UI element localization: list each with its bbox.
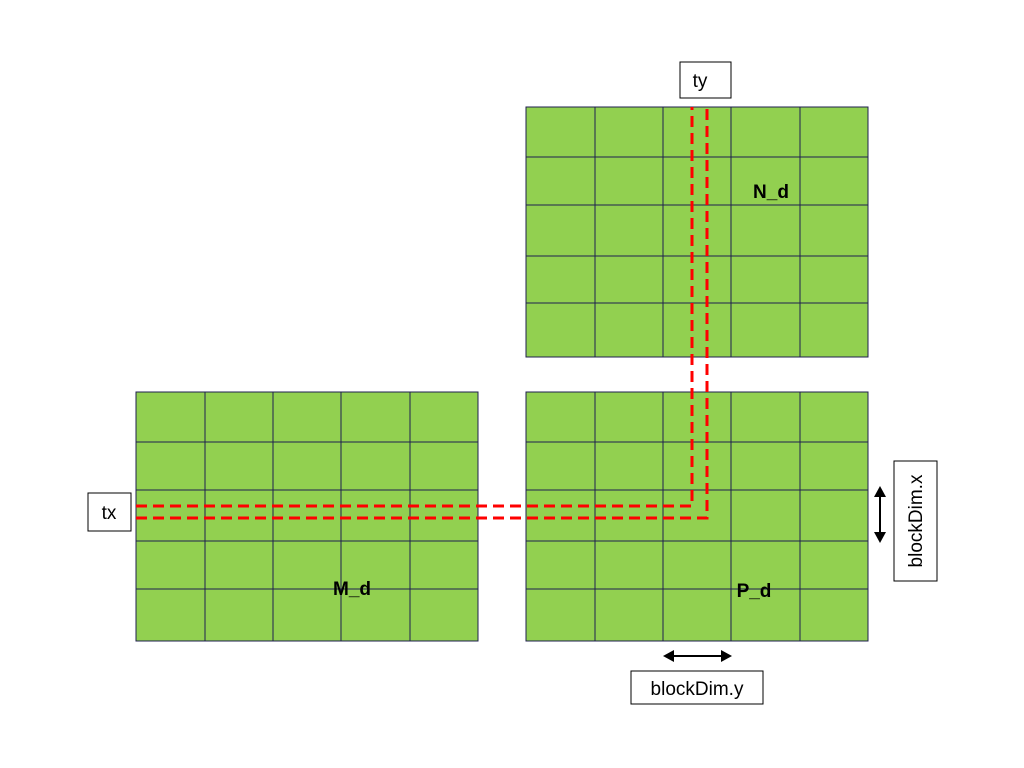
matrix-m-grid: [135, 391, 479, 642]
block-dim-y-arrow-right-icon: [721, 650, 732, 662]
m-cell-r2-c1: [204, 489, 274, 542]
n-cell-r1-c0: [525, 156, 596, 206]
dashed-path-inner: [136, 107, 694, 508]
n-cell-r4-c2: [662, 302, 732, 358]
m-cell-r3-c2: [272, 540, 342, 590]
m-cell-r1-c4: [409, 441, 479, 491]
n-cell-r1-c4: [799, 156, 869, 206]
block-dim-x-box: [893, 460, 938, 582]
n-cell-r2-c2: [662, 204, 732, 257]
m-cell-r0-c2: [272, 391, 342, 443]
p-cell-r0-c2: [662, 391, 732, 443]
n-cell-r0-c1: [594, 106, 664, 158]
p-cell-r4-c3: [730, 588, 801, 642]
n-cell-r1-c3: [730, 156, 801, 206]
n-cell-r3-c1: [594, 255, 664, 304]
p-cell-r0-c3: [730, 391, 801, 443]
tx-label: tx: [102, 503, 117, 524]
p-cell-r0-c4: [799, 391, 869, 443]
m-cell-r4-c4: [409, 588, 479, 642]
matrix-m-label: M_d: [333, 579, 371, 600]
tx-label-box: [87, 492, 132, 532]
m-cell-r3-c3: [340, 540, 411, 590]
n-cell-r3-c2: [662, 255, 732, 304]
m-cell-r4-c1: [204, 588, 274, 642]
block-dim-x-arrow-up-icon: [874, 486, 886, 497]
p-cell-r0-c0: [525, 391, 596, 443]
m-cell-r2-c3: [340, 489, 411, 542]
block-dim-y-label: blockDim.y: [651, 679, 744, 700]
m-cell-r2-c4: [409, 489, 479, 542]
m-cell-r1-c1: [204, 441, 274, 491]
matrix-p-label: P_d: [737, 581, 772, 602]
p-cell-r1-c3: [730, 441, 801, 491]
m-cell-r0-c1: [204, 391, 274, 443]
n-cell-r1-c2: [662, 156, 732, 206]
n-cell-r4-c1: [594, 302, 664, 358]
p-cell-r3-c4: [799, 540, 869, 590]
m-cell-r4-c2: [272, 588, 342, 642]
n-cell-r2-c4: [799, 204, 869, 257]
p-cell-r2-c0: [525, 489, 596, 542]
n-cell-r0-c2: [662, 106, 732, 158]
m-cell-r3-c4: [409, 540, 479, 590]
p-cell-r2-c1: [594, 489, 664, 542]
p-cell-r1-c2: [662, 441, 732, 491]
p-cell-r3-c3: [730, 540, 801, 590]
m-cell-r0-c3: [340, 391, 411, 443]
n-cell-r0-c3: [730, 106, 801, 158]
p-cell-r3-c1: [594, 540, 664, 590]
m-cell-r3-c0: [135, 540, 206, 590]
n-cell-r4-c4: [799, 302, 869, 358]
p-cell-r1-c4: [799, 441, 869, 491]
n-cell-r0-c4: [799, 106, 869, 158]
p-cell-r2-c4: [799, 489, 869, 542]
p-cell-r2-c2: [662, 489, 732, 542]
m-cell-r2-c2: [272, 489, 342, 542]
m-cell-r1-c0: [135, 441, 206, 491]
n-cell-r3-c0: [525, 255, 596, 304]
m-cell-r4-c3: [340, 588, 411, 642]
ty-label: ty: [693, 71, 708, 92]
p-cell-r1-c1: [594, 441, 664, 491]
matrix-n-grid: [525, 106, 869, 358]
block-dim-y-arrow-left-icon: [663, 650, 674, 662]
n-cell-r3-c4: [799, 255, 869, 304]
n-cell-r2-c1: [594, 204, 664, 257]
n-cell-r1-c1: [594, 156, 664, 206]
p-cell-r4-c2: [662, 588, 732, 642]
block-dim-y-box: [630, 670, 764, 705]
n-cell-r2-c3: [730, 204, 801, 257]
matrix-p-grid: [525, 391, 869, 642]
n-cell-r0-c0: [525, 106, 596, 158]
p-cell-r4-c0: [525, 588, 596, 642]
p-cell-r0-c1: [594, 391, 664, 443]
m-cell-r2-c0: [135, 489, 206, 542]
m-cell-r3-c1: [204, 540, 274, 590]
block-dim-x-arrow-down-icon: [874, 532, 886, 543]
m-cell-r4-c0: [135, 588, 206, 642]
p-cell-r1-c0: [525, 441, 596, 491]
p-cell-r4-c4: [799, 588, 869, 642]
dashed-path-outer: [136, 107, 709, 520]
p-cell-r4-c1: [594, 588, 664, 642]
p-cell-r3-c2: [662, 540, 732, 590]
n-cell-r2-c0: [525, 204, 596, 257]
p-cell-r3-c0: [525, 540, 596, 590]
matrix-n-label: N_d: [753, 182, 789, 203]
m-cell-r0-c0: [135, 391, 206, 443]
m-cell-r1-c3: [340, 441, 411, 491]
n-cell-r3-c3: [730, 255, 801, 304]
n-cell-r4-c3: [730, 302, 801, 358]
p-cell-r2-c3: [730, 489, 801, 542]
n-cell-r4-c0: [525, 302, 596, 358]
ty-label-box: [679, 61, 732, 99]
m-cell-r0-c4: [409, 391, 479, 443]
m-cell-r1-c2: [272, 441, 342, 491]
block-dim-x-label: blockDim.x: [906, 474, 927, 567]
